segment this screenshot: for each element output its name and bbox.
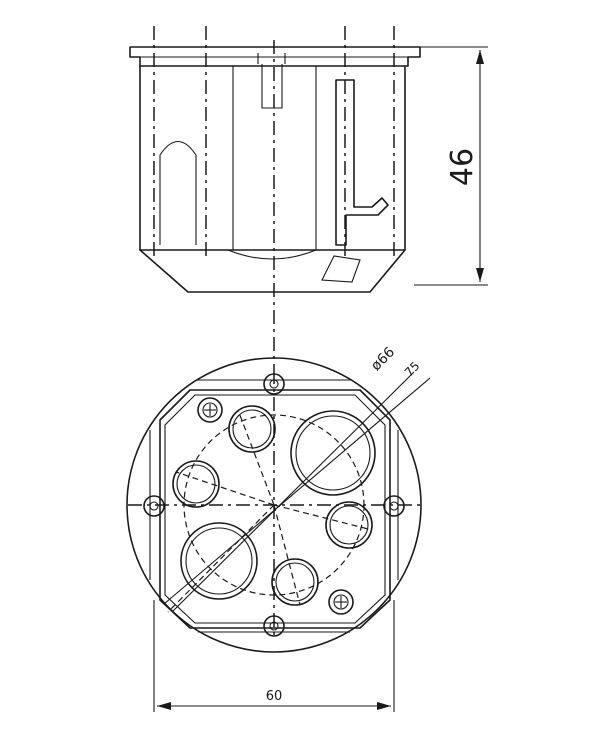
radial-line-5 [273,504,373,531]
screw-icon-bottom-right [328,589,354,615]
height-label: 46 [445,148,480,186]
radial-line-1 [167,504,275,613]
cable-slot [159,140,197,245]
leader-size [163,377,431,605]
knockout-small-top [228,405,276,453]
arrow-up [476,50,484,64]
leader-diameter [171,371,415,613]
radial-line-3 [237,409,275,506]
bottom-arc [227,249,317,260]
size-label: 75 [402,359,423,380]
height-dimension: 46 [414,46,488,286]
arrow-down [476,268,484,282]
knockout-small-bottom [271,558,319,606]
width-dimension: 60 [153,600,395,712]
clamp-foot [321,255,361,283]
clamp-lever [335,79,389,246]
outer-circle [126,357,422,653]
arrow-left [157,702,171,710]
knockout-large-bottom-left [180,522,258,600]
mount-tab-right [383,495,405,517]
knockout-large-top-right [290,410,376,496]
screw-icon-top-left [197,397,223,423]
mount-tab-left [143,495,165,517]
top-view: ø66 75 [126,344,431,653]
side-view [129,26,421,370]
knockout-small-left [172,460,220,508]
diameter-label: ø66 [368,344,398,374]
rim-outline [129,46,421,67]
width-label: 60 [266,689,283,704]
knockout-small-right [325,501,373,549]
radial-line-2 [175,471,275,506]
square-body [159,389,391,629]
screw-post [257,53,286,109]
arrow-right [377,702,391,710]
inner-square [164,394,386,624]
body-outline [139,65,406,293]
radial-line-4 [273,504,301,606]
